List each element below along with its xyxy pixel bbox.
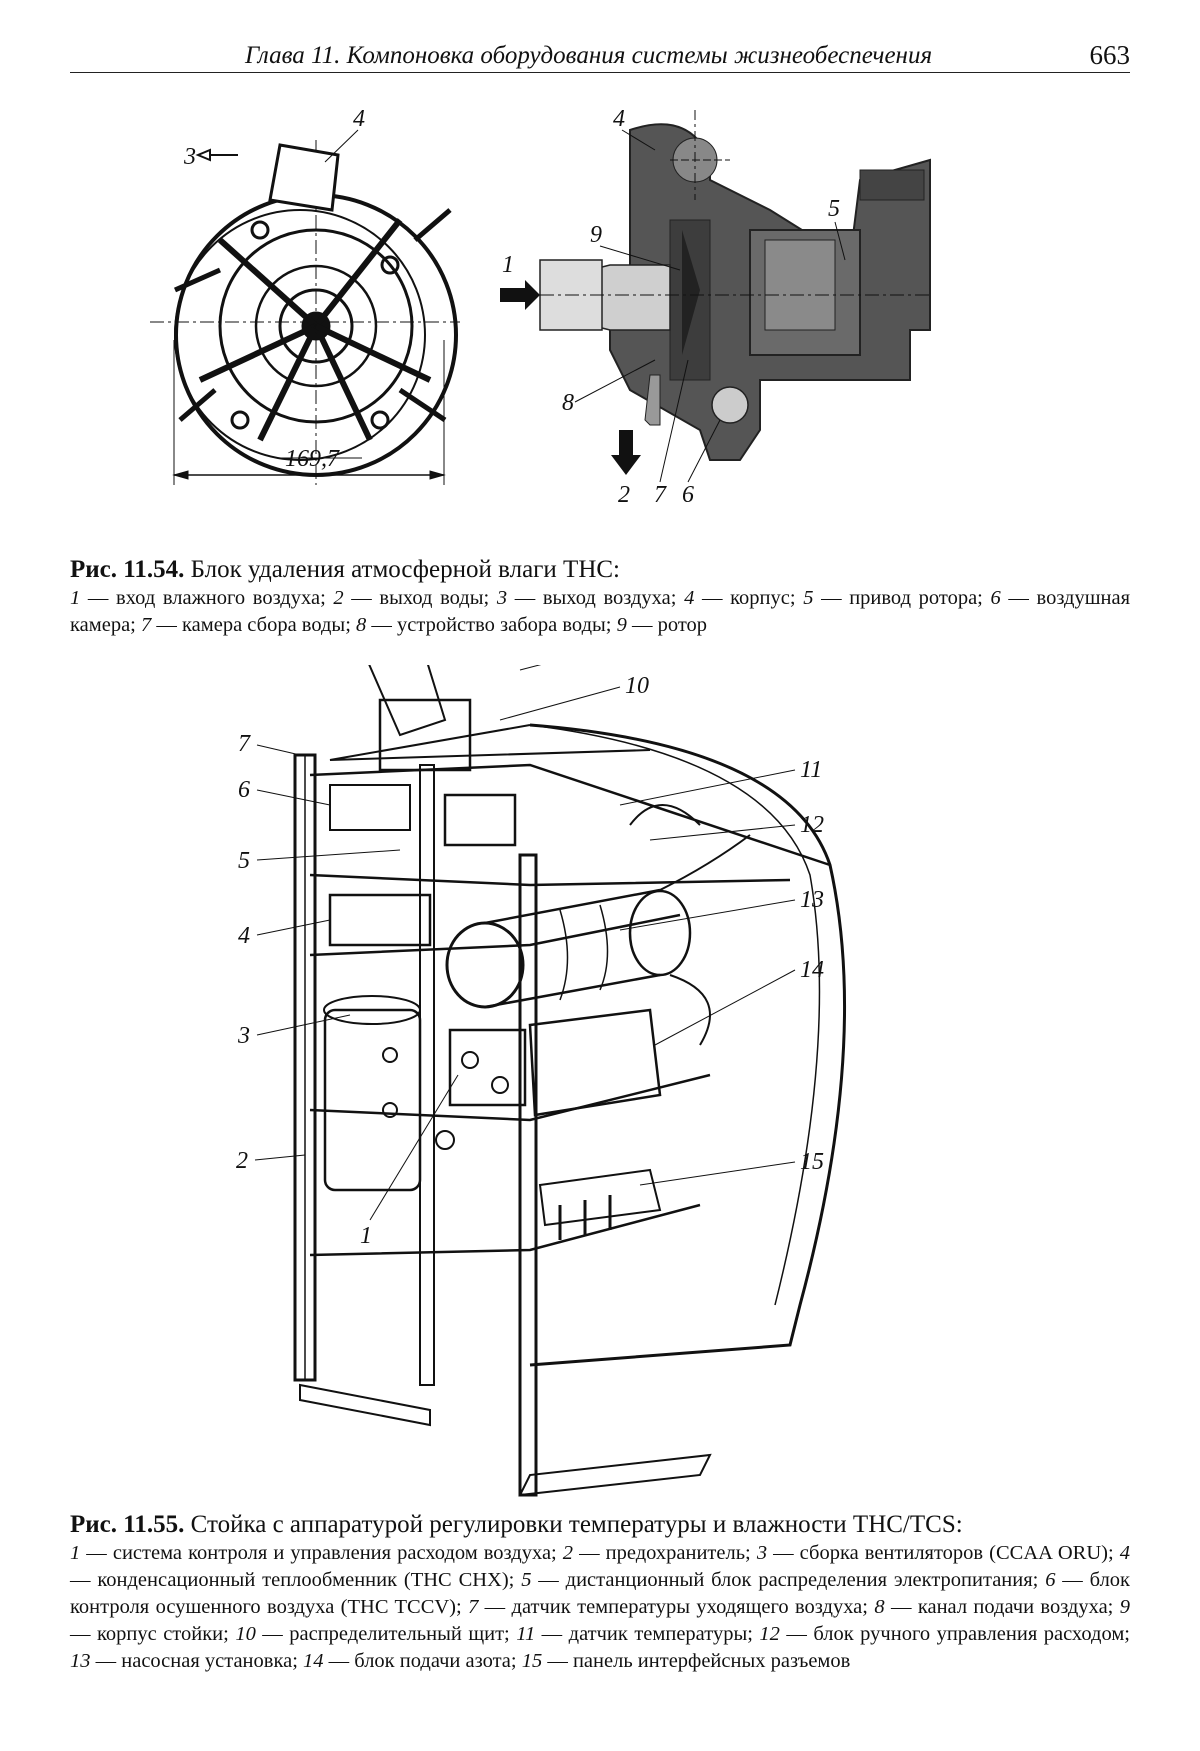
legend-55-num: 13: [70, 1650, 91, 1672]
legend-55-num: 7: [468, 1596, 479, 1618]
legend-55-text: — блок ручного управления расходом;: [779, 1623, 1130, 1645]
callout-6: 6: [682, 482, 694, 508]
figure-11-54-title: Рис. 11.54. Блок удаления атмосферной вл…: [70, 555, 1130, 585]
fig55-callout-3: 3: [237, 1023, 250, 1049]
legend-54-num: 2: [333, 587, 344, 609]
legend-55-num: 14: [303, 1650, 324, 1672]
header-title: Глава 11. Компоновка оборудования систем…: [245, 42, 933, 69]
fig55-callout-5: 5: [238, 848, 250, 874]
fig55-callout-14: 14: [800, 957, 824, 983]
air-outlet-arrow: [195, 148, 238, 162]
legend-54-text: — вход влажного воздуха;: [80, 587, 334, 609]
legend-54-num: 9: [616, 614, 627, 636]
figure-11-54-drawing: 169,7 3 4 1 2 4 5 6: [150, 106, 931, 508]
legend-55-text: — блок контроля осушенного воздуха (THC …: [70, 1569, 1131, 1618]
legend-55-num: 4: [1119, 1542, 1130, 1564]
dimension-line: [172, 340, 446, 485]
callout-8: 8: [562, 390, 574, 416]
legend-55-num: 8: [874, 1596, 885, 1618]
fig55-callout-15: 15: [800, 1149, 824, 1175]
legend-55-text: — блок подачи азота;: [323, 1650, 522, 1672]
legend-54-text: — устройство забора воды;: [366, 614, 617, 636]
legend-54-num: 4: [684, 587, 695, 609]
figure-11-55-drawing: 8 9 10 7 6 5 4 3 2 11 12 13 14 15 1: [236, 665, 847, 1497]
legend-55-text: — конденсационный теплообменник (THC CHX…: [70, 1569, 522, 1591]
fig55-callout-4: 4: [238, 923, 250, 949]
fig55-callout-13: 13: [800, 887, 824, 913]
legend-54-text: — воздушная камера;: [70, 587, 1131, 636]
fig55-callout-6: 6: [238, 777, 250, 803]
legend-55-num: 11: [516, 1623, 536, 1645]
legend-54-text: — привод ротора;: [813, 587, 991, 609]
legend-55-text: — датчик температуры;: [535, 1623, 760, 1645]
legend-55-text: — система контроля и управления расходом…: [80, 1542, 563, 1564]
legend-55-text: — дистанционный блок распределения элект…: [531, 1569, 1046, 1591]
leader-lines: [254, 665, 796, 1221]
callout-5: 5: [828, 196, 840, 222]
legend-54-num: 6: [990, 587, 1001, 609]
fig55-callout-10: 10: [625, 673, 649, 699]
callout-3: 3: [183, 144, 196, 170]
figure-11-55-number: Рис. 11.55.: [70, 1511, 185, 1538]
page-header: Глава 11. Компоновка оборудования систем…: [70, 38, 1130, 73]
callout-4-left: 4: [353, 106, 365, 132]
legend-55-text: — предохранитель;: [573, 1542, 757, 1564]
fig55-callout-9: 9: [575, 665, 587, 669]
legend-55-num: 9: [1119, 1596, 1130, 1618]
legend-55-text: — сборка вентиляторов (CCAA ORU);: [767, 1542, 1120, 1564]
rack-drawing: [293, 665, 847, 1497]
figure-11-54-number: Рис. 11.54.: [70, 556, 185, 583]
figure-11-55-title-text: Стойка с аппаратурой регулировки темпера…: [190, 1511, 963, 1538]
callout-9: 9: [590, 222, 602, 248]
unit-cross-section: [500, 110, 931, 475]
legend-54-num: 5: [803, 587, 814, 609]
fig55-callout-1: 1: [360, 1223, 372, 1249]
figure-11-55-title: Рис. 11.55. Стойка с аппаратурой регулир…: [70, 1510, 1130, 1540]
figure-11-55: 8 9 10 7 6 5 4 3 2 11 12 13 14 15 1: [230, 665, 960, 1515]
callout-1: 1: [502, 252, 514, 278]
legend-54-text: — камера сбора воды;: [151, 614, 357, 636]
callout-2: 2: [618, 482, 630, 508]
fig55-callout-2: 2: [236, 1148, 248, 1174]
legend-54-text: — выход воздуха;: [507, 587, 685, 609]
callout-4-right: 4: [613, 106, 625, 132]
legend-55-text: — насосная установка;: [90, 1650, 304, 1672]
legend-55-num: 2: [562, 1542, 574, 1564]
fig55-callout-7: 7: [238, 731, 251, 757]
legend-55-text: — канал подачи воздуха;: [884, 1596, 1120, 1618]
figure-11-54-legend: 1 — вход влажного воздуха; 2 — выход вод…: [70, 585, 1130, 639]
legend-54-text: — ротор: [626, 614, 708, 636]
figure-11-54-caption: Рис. 11.54. Блок удаления атмосферной вл…: [70, 555, 1130, 639]
page-number: 663: [1089, 40, 1131, 70]
legend-54-num: 3: [496, 587, 508, 609]
figure-11-55-caption: Рис. 11.55. Стойка с аппаратурой регулир…: [70, 1510, 1130, 1675]
dimension-label: 169,7: [285, 446, 340, 472]
legend-55-num: 6: [1045, 1569, 1056, 1591]
legend-55-text: — панель интерфейсных разъемов: [542, 1650, 851, 1672]
legend-54-num: 8: [356, 614, 367, 636]
fig55-callout-11: 11: [800, 757, 822, 783]
legend-55-num: 15: [521, 1650, 543, 1672]
legend-55-num: 5: [521, 1569, 532, 1591]
legend-55-text: — датчик температуры уходящего воздуха;: [478, 1596, 875, 1618]
fan-front-view: [150, 140, 460, 485]
legend-55-text: — корпус стойки;: [70, 1623, 236, 1645]
legend-54-text: — корпус;: [694, 587, 804, 609]
figure-11-54-title-text: Блок удаления атмосферной влаги ТНС:: [190, 556, 620, 583]
legend-54-num: 1: [70, 587, 81, 609]
legend-55-num: 1: [70, 1542, 81, 1564]
legend-54-text: — выход воды;: [343, 587, 497, 609]
legend-55-num: 10: [235, 1623, 256, 1645]
legend-55-text: — распределительный щит;: [255, 1623, 517, 1645]
callout-7: 7: [654, 482, 667, 508]
figure-11-54: 169,7 3 4 1 2 4 5 6: [70, 90, 1130, 550]
fig55-callout-12: 12: [800, 812, 824, 838]
legend-55-num: 12: [759, 1623, 780, 1645]
legend-55-num: 3: [756, 1542, 768, 1564]
figure-11-55-legend: 1 — система контроля и управления расход…: [70, 1540, 1130, 1675]
legend-54-num: 7: [141, 614, 152, 636]
